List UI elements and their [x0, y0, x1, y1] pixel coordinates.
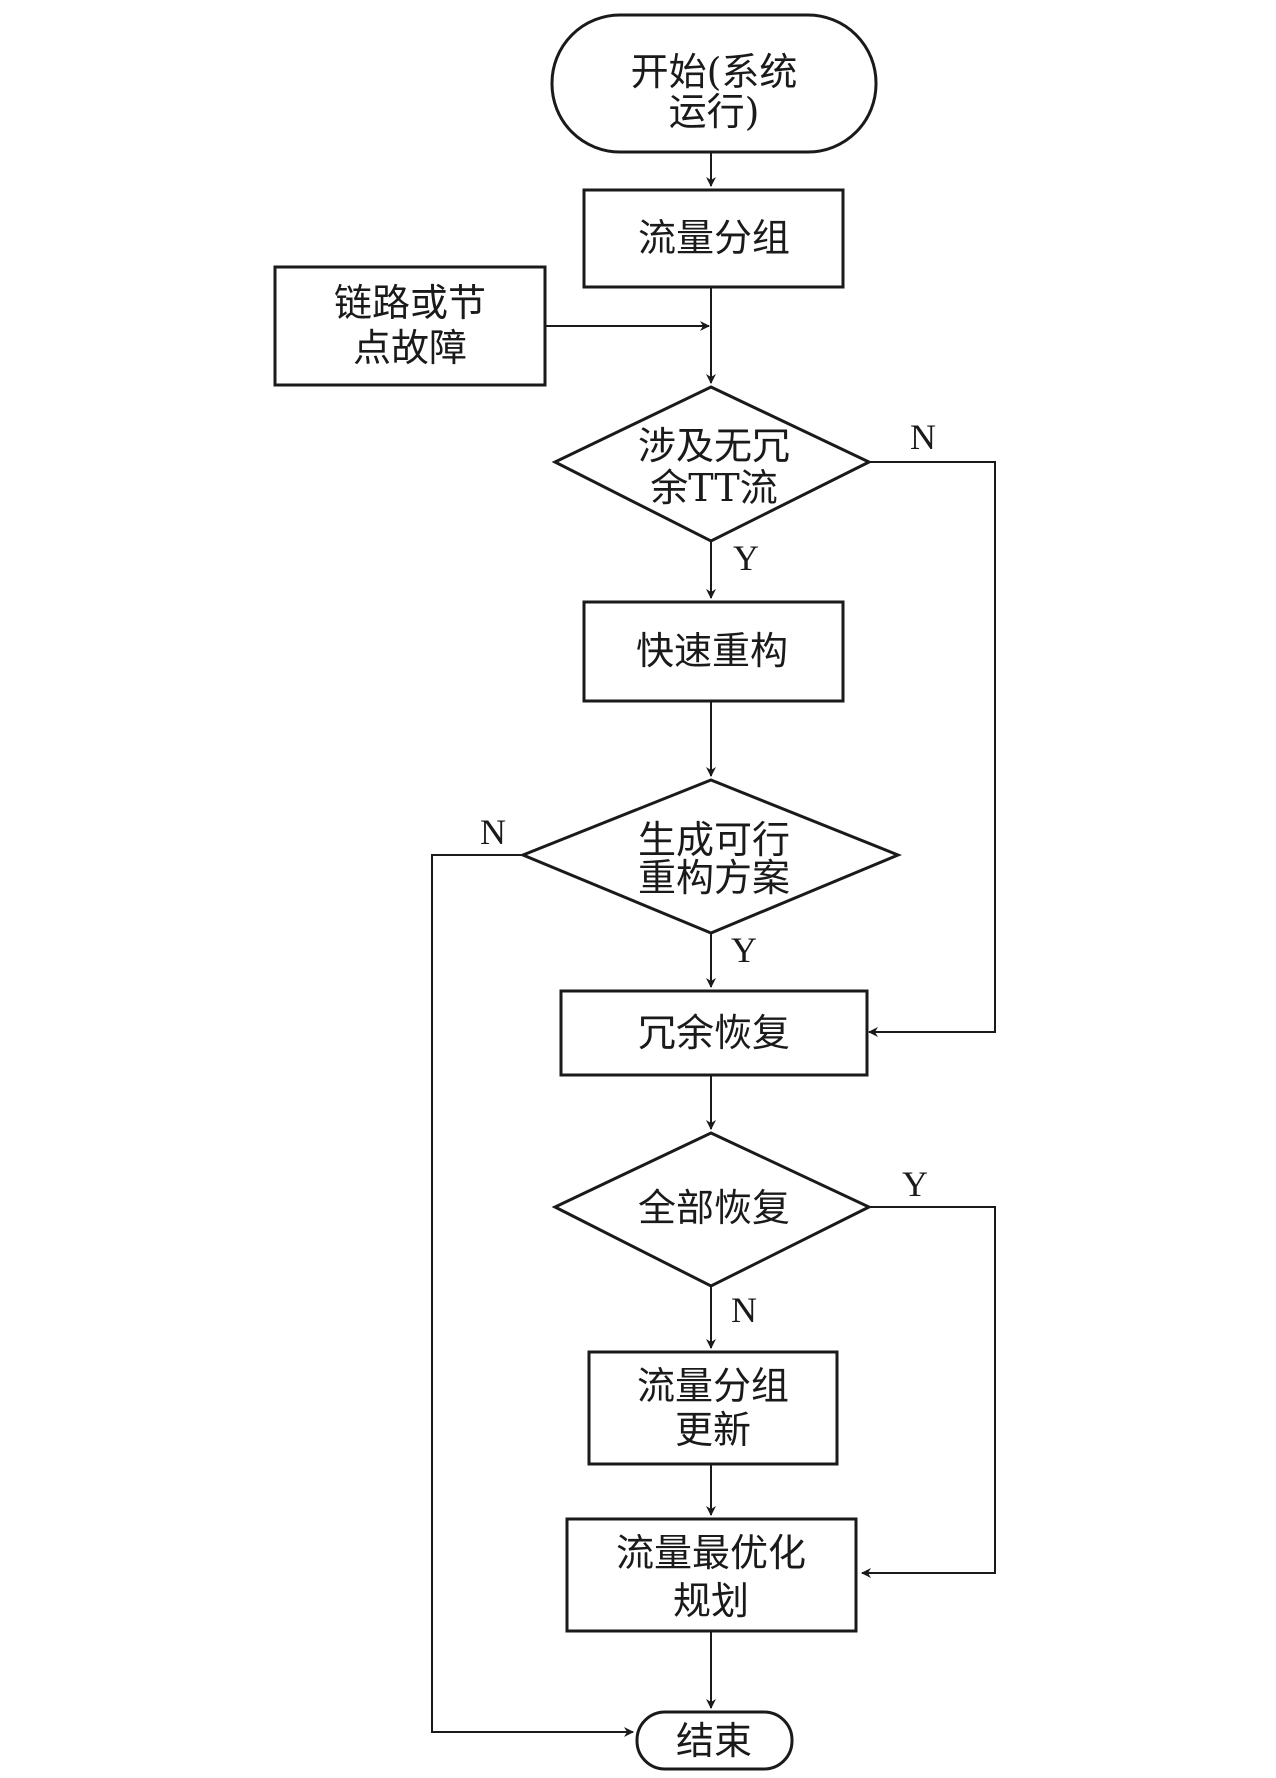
decision2-no-label: N [480, 812, 506, 852]
fast-reconfig-label: 快速重构 [636, 629, 788, 673]
edges [431, 152, 996, 1737]
decision1-label-line1: 涉及无冗 [638, 424, 790, 468]
flow-grouping-process: 流量分组 [582, 188, 845, 289]
fault-label-line2: 点故障 [353, 326, 467, 370]
decision3-yes-label: Y [902, 1164, 928, 1204]
decision-all-recovered: 全部恢复 [551, 1131, 873, 1288]
redundancy-recovery-process: 冗余恢复 [559, 989, 869, 1077]
decision1-no-label: N [910, 417, 936, 457]
flow-grouping-update-process: 流量分组 更新 [587, 1350, 839, 1466]
edge-decision1-no [868, 461, 996, 1037]
redundancy-recovery-label: 冗余恢复 [638, 1011, 790, 1055]
grouping-update-label-line2: 更新 [675, 1408, 751, 1452]
start-terminal: 开始(系统 运行) [550, 13, 878, 154]
optimization-label-line1: 流量最优化 [616, 1531, 806, 1575]
link-node-fault-input: 链路或节 点故障 [273, 265, 547, 387]
fault-label-line1: 链路或节 [334, 281, 486, 325]
end-terminal: 结束 [635, 1710, 794, 1771]
decision1-yes-label: Y [733, 538, 759, 578]
decision1-label-line2: 余TT流 [650, 466, 777, 510]
decision-feasible-plan: 生成可行 重构方案 [519, 778, 902, 935]
decision3-label: 全部恢复 [638, 1186, 790, 1230]
decision3-no-label: N [731, 1290, 757, 1330]
decision2-label-line2: 重构方案 [638, 856, 790, 900]
decision-non-redundant-tt: 涉及无冗 余TT流 [551, 385, 873, 543]
decision2-label-line1: 生成可行 [638, 818, 790, 862]
flow-optimization-process: 流量最优化 规划 [565, 1517, 858, 1633]
start-label-line2: 运行) [669, 90, 760, 134]
start-label-line1: 开始(系统 [631, 50, 798, 94]
grouping-update-label-line1: 流量分组 [637, 1364, 789, 1408]
edge-decision3-yes [861, 1206, 996, 1578]
flow-grouping-label: 流量分组 [638, 216, 790, 260]
optimization-label-line2: 规划 [673, 1579, 749, 1623]
edge-decision2-no [431, 854, 634, 1737]
decision2-yes-label: Y [731, 930, 757, 970]
end-label: 结束 [676, 1719, 752, 1763]
fast-reconfiguration-process: 快速重构 [582, 600, 845, 703]
